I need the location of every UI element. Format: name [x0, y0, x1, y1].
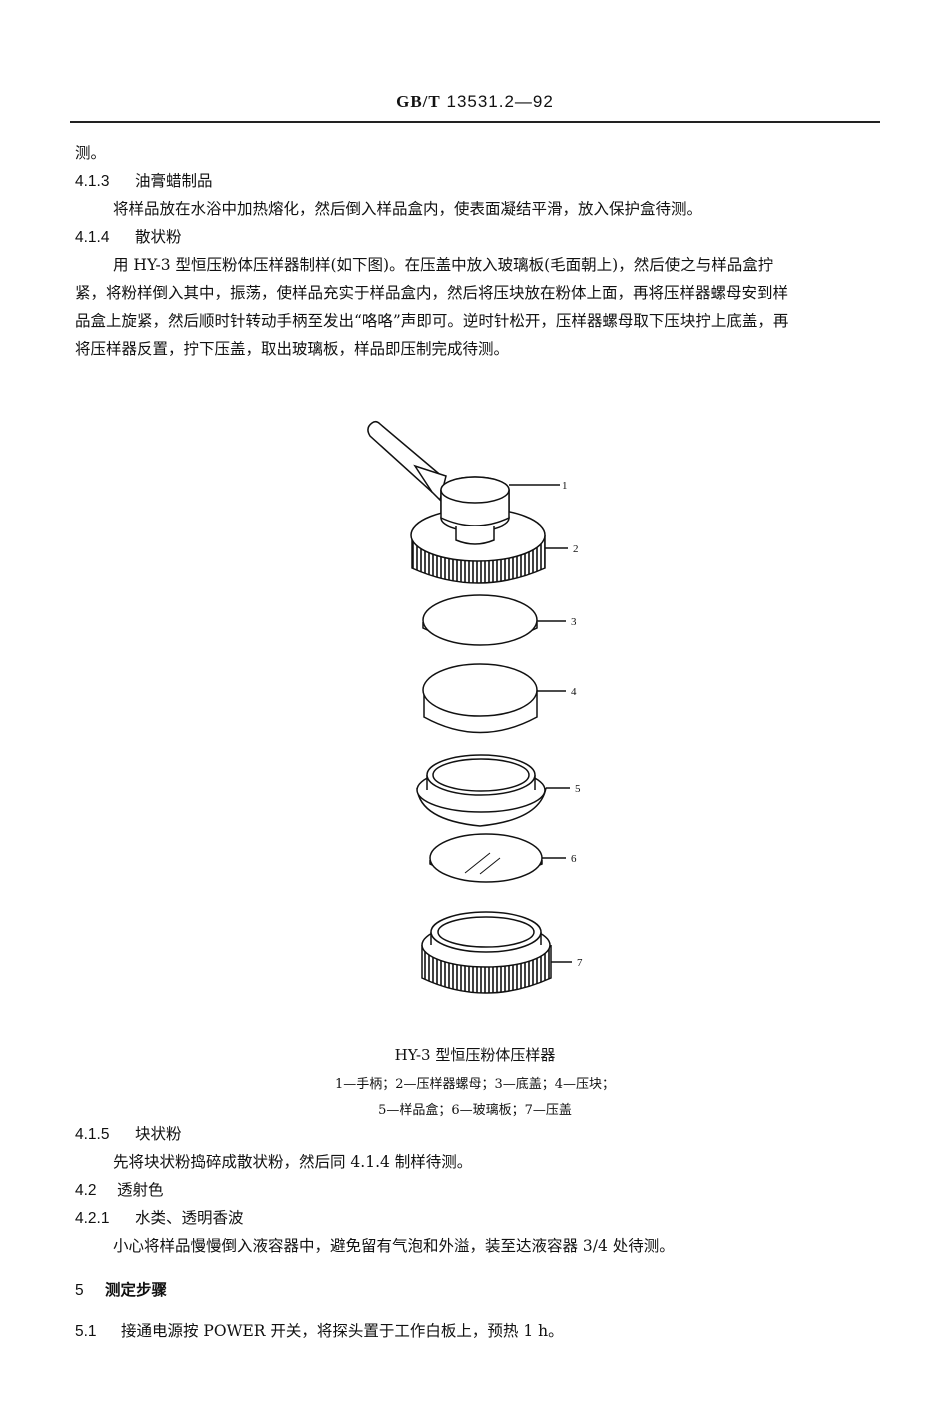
figure-legend-line-2: 5—样品盒；6—玻璃板；7—压盖 [378, 1103, 572, 1118]
section-5-1: 5.1 接通电源按 POWER 开关，将探头置于工作白板上，预热 1 h。 [75, 1321, 564, 1342]
header-rule [70, 121, 880, 123]
sample-box-part [416, 754, 570, 827]
section-4-2-1-heading: 4.2.1 水类、透明香波 [75, 1208, 244, 1229]
section-number: 5 [75, 1282, 84, 1299]
section-4-1-3-text: 将样品放在水浴中加热熔化，然后倒入样品盒内，使表面凝结平滑，放入保护盒待测。 [113, 200, 703, 218]
label-7: 7 [577, 957, 583, 969]
section-4-1-4-line-3: 品盒上旋紧，然后顺时针转动手柄至发出“咯咯”声即可。逆时针松开，压样器螺母取下压… [75, 312, 789, 330]
section-4-1-3-heading: 4.1.3 油膏蜡制品 [75, 171, 213, 192]
label-4: 4 [571, 686, 577, 698]
section-4-1-5-text: 先将块状粉捣碎成散状粉，然后同 4.1.4 制样待测。 [113, 1153, 473, 1171]
section-4-2-heading: 4.2 透射色 [75, 1180, 164, 1201]
label-3: 3 [571, 616, 577, 628]
glass-plate-part [429, 833, 566, 883]
continuation-text: 测。 [75, 144, 107, 162]
section-4-1-5-heading: 4.1.5 块状粉 [75, 1124, 182, 1145]
section-4-1-4-line-2: 紧，将粉样倒入其中，振荡，使样品充实于样品盒内，然后将压块放在粉体上面，再将压样… [75, 284, 789, 302]
section-title: 散状粉 [135, 228, 182, 246]
section-title: 块状粉 [135, 1125, 182, 1143]
section-title: 透射色 [117, 1181, 164, 1199]
powder-press-diagram [367, 420, 572, 994]
section-4-2-1-text: 小心将样品慢慢倒入液容器中，避免留有气泡和外溢，装至达液容器 3/4 处待测。 [113, 1237, 675, 1255]
section-4-1-4-heading: 4.1.4 散状粉 [75, 227, 182, 248]
label-1: 1 [562, 480, 568, 492]
figure-title: HY-3 型恒压粉体压样器 [394, 1046, 556, 1064]
section-title: 测定步骤 [105, 1280, 168, 1299]
section-number: 4.1.5 [75, 1126, 110, 1143]
section-number: 4.2.1 [75, 1210, 110, 1227]
section-5-heading: 5 测定步骤 [75, 1280, 167, 1301]
figure-legend-line-1: 1—手柄；2—压样器螺母；3—底盖；4—压块； [334, 1077, 616, 1092]
press-block-part [422, 663, 566, 734]
section-4-1-4-line-4: 将压样器反置，拧下压盖，取出玻璃板，样品即压制完成待测。 [75, 340, 510, 358]
label-5: 5 [575, 783, 581, 795]
section-4-1-4-line-1: 用 HY-3 型恒压粉体压样器制样(如下图)。在压盖中放入玻璃板(毛面朝上)，然… [113, 256, 774, 274]
standard-prefix: GB/T [396, 92, 441, 111]
press-nut-part [410, 476, 568, 584]
section-text: 接通电源按 POWER 开关，将探头置于工作白板上，预热 1 h。 [121, 1322, 564, 1340]
section-number: 4.1.3 [75, 173, 110, 190]
label-6: 6 [571, 853, 577, 865]
label-2: 2 [573, 543, 579, 555]
section-number: 5.1 [75, 1323, 97, 1340]
section-number: 4.2 [75, 1182, 97, 1199]
page-header: GB/T 13531.2—92 [0, 92, 950, 112]
section-title: 水类、透明香波 [135, 1209, 244, 1227]
standard-number: 13531.2—92 [446, 92, 554, 111]
pressing-cover-part [421, 911, 572, 994]
bottom-cover-part [422, 594, 566, 646]
section-title: 油膏蜡制品 [135, 172, 213, 190]
section-number: 4.1.4 [75, 229, 110, 246]
